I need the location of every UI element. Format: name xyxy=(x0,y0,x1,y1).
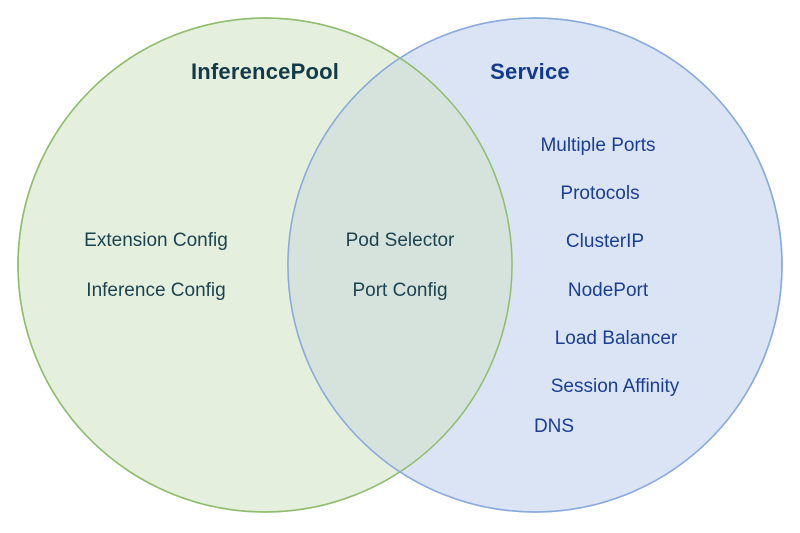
left-item-inference-config: Inference Config xyxy=(86,280,226,301)
right-item-session-affinity: Session Affinity xyxy=(550,376,680,397)
intersection-item-pod-selector: Pod Selector xyxy=(345,230,455,251)
left-item-extension-config: Extension Config xyxy=(84,230,228,251)
right-item-multiple-ports: Multiple Ports xyxy=(540,135,656,156)
right-item-nodeport: NodePort xyxy=(567,280,649,301)
right-item-protocols: Protocols xyxy=(560,183,640,204)
right-item-dns: DNS xyxy=(533,416,575,437)
set-title-service: Service xyxy=(490,59,570,84)
circle-service-outline xyxy=(287,17,783,513)
intersection-region[interactable] xyxy=(288,18,782,512)
set-title-inferencepool: InferencePool xyxy=(190,59,340,84)
right-item-load-balancer: Load Balancer xyxy=(554,328,678,349)
intersection-item-port-config: Port Config xyxy=(352,280,448,301)
right-item-clusterip: ClusterIP xyxy=(565,231,645,252)
circle-inferencepool-outline xyxy=(17,17,513,513)
intersection-shape xyxy=(288,18,512,512)
